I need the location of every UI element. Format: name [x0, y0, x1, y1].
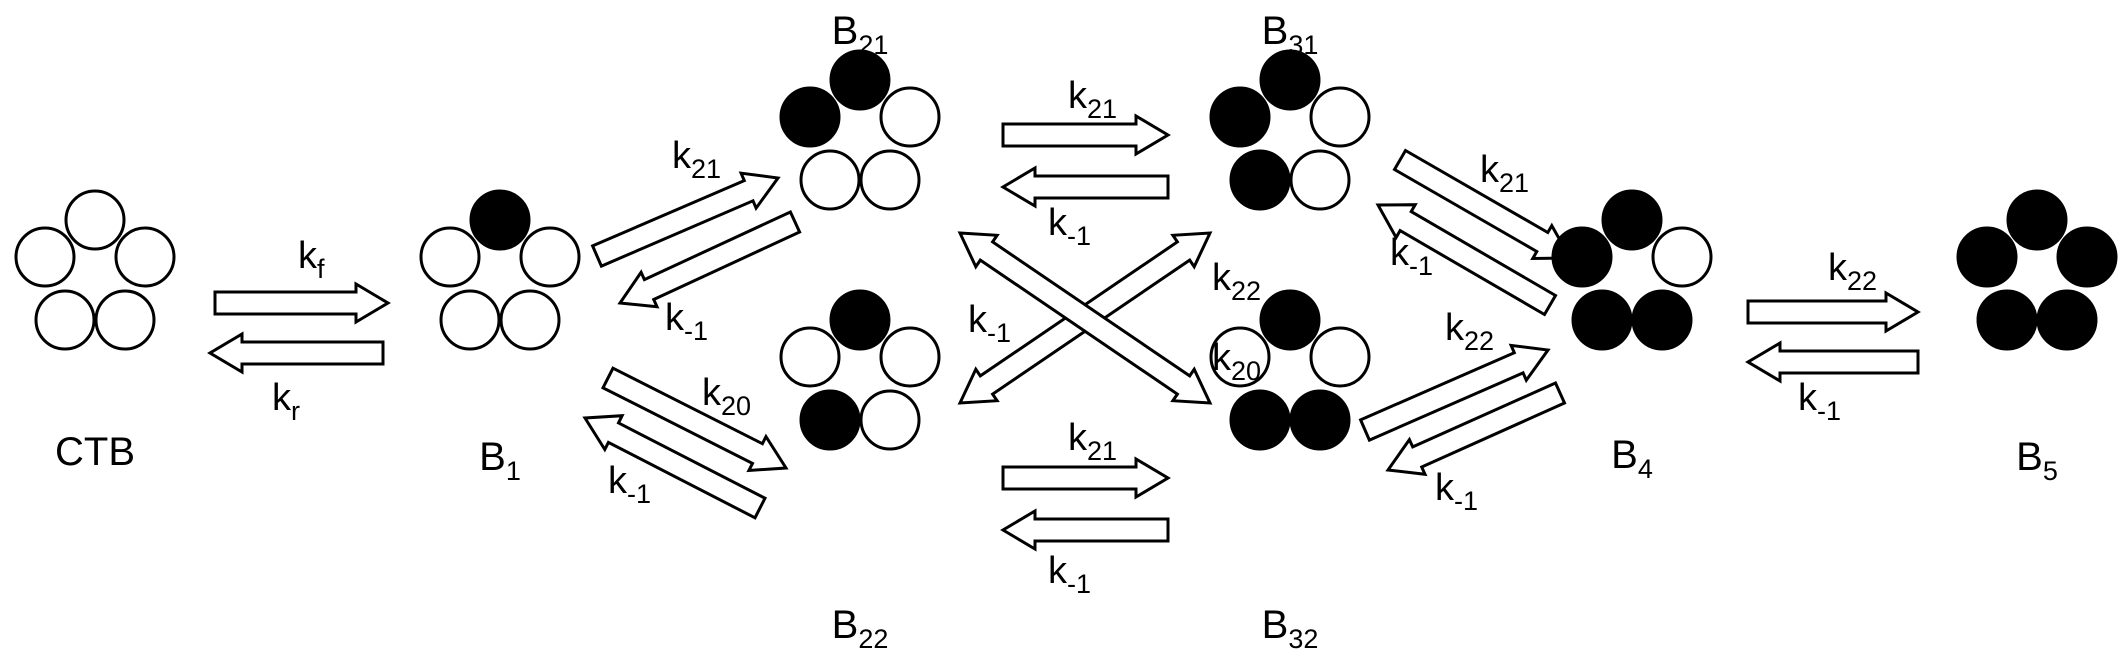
bound-subunit-B4-0	[1601, 189, 1663, 251]
free-subunit-B1-4	[499, 289, 561, 351]
reverse-arrow-B32-B4	[1385, 381, 1567, 477]
free-subunit-CTB-2	[114, 226, 176, 288]
rate-label-B32-B4-fwd: k22	[1445, 307, 1494, 356]
state-label-B5: B5	[2016, 435, 2058, 486]
reverse-arrow-B4-B5	[1745, 340, 1920, 384]
bound-subunit-B31-1	[1209, 86, 1271, 148]
free-subunit-B32-1	[1209, 326, 1271, 388]
state-label-B31: B31	[1262, 9, 1319, 60]
free-subunit-B22-2	[879, 326, 941, 388]
free-subunit-B21-3	[799, 149, 861, 211]
bound-subunit-B32-3	[1229, 389, 1291, 451]
reaction-arrows	[207, 113, 1921, 552]
rate-label-cross-k20: k20	[1212, 337, 1261, 386]
free-subunit-B31-4	[1289, 149, 1351, 211]
rate-label-cross-k-1: k-1	[968, 299, 1011, 348]
bound-subunit-B31-0	[1259, 49, 1321, 111]
free-subunit-B4-2	[1651, 226, 1713, 288]
forward-arrow-B4-B5	[1746, 290, 1921, 334]
bound-subunit-B21-0	[829, 49, 891, 111]
bound-subunit-B32-0	[1259, 289, 1321, 351]
pentamer-B32	[1209, 289, 1371, 451]
rate-label-B31-B4-fwd: k21	[1480, 149, 1529, 198]
pentamer-B1	[419, 189, 581, 351]
bound-subunit-B22-0	[829, 289, 891, 351]
rate-label-cross-k22: k22	[1212, 257, 1261, 306]
pentamer-B4	[1551, 189, 1713, 351]
reverse-arrow-B1-B22	[582, 414, 768, 520]
forward-arrow-B31-B4	[1392, 148, 1573, 261]
reverse-arrow-B21-B31	[1000, 165, 1170, 209]
rate-label-B4-B5-rev: k-1	[1798, 377, 1841, 426]
bound-subunit-B22-3	[799, 389, 861, 451]
bound-subunit-B5-3	[1976, 289, 2038, 351]
rate-label-B1-B21-rev: k-1	[665, 297, 708, 346]
reverse-arrow-kr	[207, 331, 385, 375]
state-label-CTB: CTB	[55, 430, 135, 474]
pentamer-B22	[779, 289, 941, 451]
bound-subunit-B5-2	[2056, 226, 2118, 288]
pentamer-states	[14, 49, 2118, 451]
free-subunit-B21-4	[859, 149, 921, 211]
reverse-arrow-B1-B21	[617, 210, 802, 309]
free-subunit-B22-4	[859, 389, 921, 451]
free-subunit-B32-2	[1309, 326, 1371, 388]
bound-subunit-B32-4	[1289, 389, 1351, 451]
free-subunit-B1-2	[519, 226, 581, 288]
state-label-B4: B4	[1611, 433, 1653, 484]
bound-subunit-B4-4	[1631, 289, 1693, 351]
rate-label-kf: kf	[298, 235, 325, 284]
bound-subunit-B1-0	[469, 189, 531, 251]
forward-arrow-B1-B22	[600, 366, 789, 473]
forward-arrow-kf	[213, 281, 391, 325]
rate-label-kr: kr	[272, 377, 300, 426]
pentamer-B5	[1956, 189, 2118, 351]
rate-label-B31-B4-rev: k-1	[1390, 232, 1433, 281]
state-label-B32: B32	[1262, 603, 1319, 651]
pentamer-B31	[1209, 49, 1371, 211]
free-subunit-B21-2	[879, 86, 941, 148]
forward-arrow-B22-B32	[1001, 456, 1171, 500]
pentamer-B21	[779, 49, 941, 211]
free-subunit-CTB-4	[94, 289, 156, 351]
bound-subunit-B31-3	[1229, 149, 1291, 211]
state-label-B21: B21	[832, 9, 889, 60]
free-subunit-CTB-3	[34, 289, 96, 351]
rate-label-B1-B21-fwd: k21	[672, 135, 721, 184]
reverse-arrow-B22-B32	[1000, 508, 1170, 552]
reverse-arrow-B31-B4	[1375, 203, 1558, 317]
rate-label-B21-B31-rev: k-1	[1048, 202, 1091, 251]
state-label-B1: B1	[479, 435, 521, 486]
rate-label-B21-B31-fwd: k21	[1068, 75, 1117, 124]
free-subunit-CTB-0	[64, 189, 126, 251]
forward-arrow-B21-B31	[1001, 113, 1171, 157]
pentamer-CTB	[14, 189, 176, 351]
free-subunit-B31-2	[1309, 86, 1371, 148]
forward-arrow-B32-B4	[1358, 343, 1551, 443]
bound-subunit-B4-3	[1571, 289, 1633, 351]
free-subunit-B22-1	[779, 326, 841, 388]
rate-label-B22-B32-fwd: k21	[1068, 417, 1117, 466]
free-subunit-B1-3	[439, 289, 501, 351]
free-subunit-B1-1	[419, 226, 481, 288]
rate-label-B4-B5-fwd: k22	[1828, 247, 1877, 296]
rate-label-B22-B32-rev: k-1	[1048, 550, 1091, 599]
bound-subunit-B5-4	[2036, 289, 2098, 351]
rate-label-B32-B4-rev: k-1	[1435, 467, 1478, 516]
bound-subunit-B21-1	[779, 86, 841, 148]
state-label-B22: B22	[832, 603, 889, 651]
rate-label-B1-B22-fwd: k20	[702, 372, 751, 421]
bound-subunit-B5-0	[2006, 189, 2068, 251]
bound-subunit-B5-1	[1956, 226, 2018, 288]
forward-arrow-B1-B21	[590, 171, 781, 269]
rate-label-B1-B22-rev: k-1	[608, 460, 651, 509]
free-subunit-CTB-1	[14, 226, 76, 288]
cross-arrow-B21-B32	[957, 231, 1213, 405]
bound-subunit-B4-1	[1551, 226, 1613, 288]
